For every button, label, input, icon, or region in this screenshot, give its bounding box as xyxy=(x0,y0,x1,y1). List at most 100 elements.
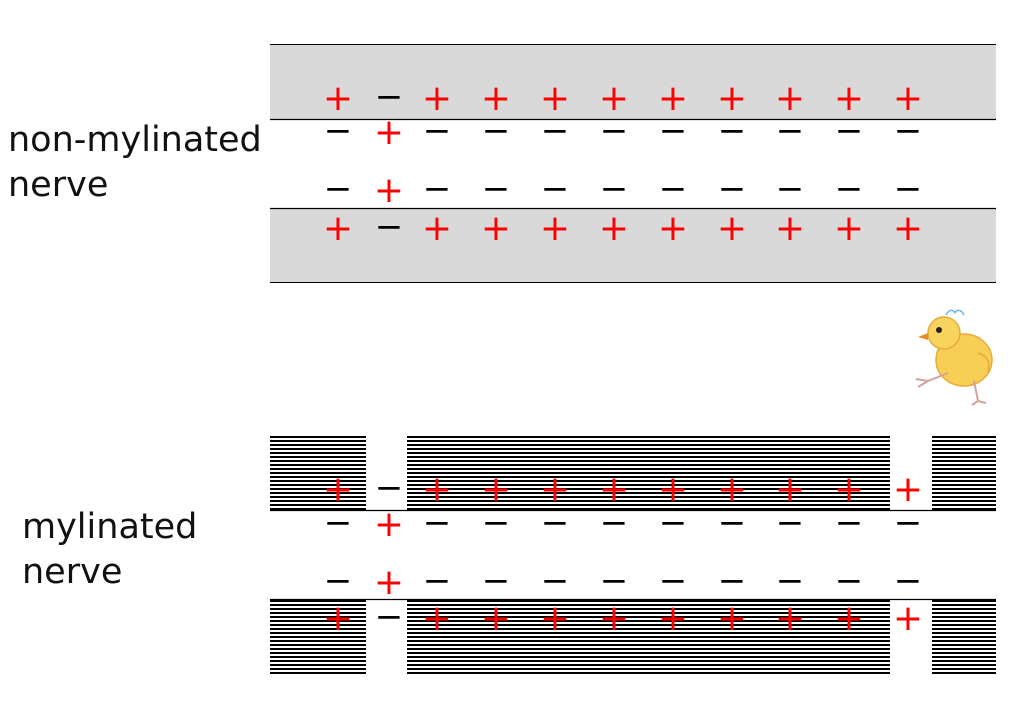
negative-charge: − xyxy=(718,111,747,151)
negative-charge: − xyxy=(324,111,353,151)
negative-charge: − xyxy=(375,77,404,117)
positive-charge: + xyxy=(374,504,404,545)
non-myelinated-nerve: +−+++++++++−+−−−−−−−−−−+−−−−−−−−−+−+++++… xyxy=(270,44,996,283)
non-myelinated-label: non-mylinated nerve xyxy=(8,120,262,205)
positive-charge: + xyxy=(374,112,404,153)
negative-charge: − xyxy=(541,169,570,209)
negative-charge: − xyxy=(482,561,511,601)
negative-charge: − xyxy=(600,561,629,601)
positive-charge: + xyxy=(893,208,923,249)
myelin-sheath-bottom-left xyxy=(270,600,366,676)
negative-charge: − xyxy=(894,169,923,209)
membrane-bottom xyxy=(270,208,996,282)
positive-charge: + xyxy=(658,598,688,639)
negative-charge: − xyxy=(375,468,404,508)
myelinated-nerve: +−+++++++++−+−−−−−−−−−−+−−−−−−−−−+−+++++… xyxy=(270,434,996,676)
negative-charge: − xyxy=(423,503,452,543)
positive-charge: + xyxy=(775,598,805,639)
negative-charge: − xyxy=(600,503,629,543)
positive-charge: + xyxy=(481,208,511,249)
negative-charge: − xyxy=(482,169,511,209)
negative-charge: − xyxy=(541,503,570,543)
positive-charge: + xyxy=(893,469,923,510)
negative-charge: − xyxy=(324,169,353,209)
negative-charge: − xyxy=(776,561,805,601)
chick-icon xyxy=(915,309,993,406)
positive-charge: + xyxy=(599,208,629,249)
positive-charge: + xyxy=(422,469,452,510)
negative-charge: − xyxy=(324,503,353,543)
negative-charge: − xyxy=(835,169,864,209)
negative-charge: − xyxy=(482,111,511,151)
positive-charge: + xyxy=(717,208,747,249)
negative-charge: − xyxy=(541,561,570,601)
negative-charge: − xyxy=(776,111,805,151)
positive-charge: + xyxy=(323,469,353,510)
positive-charge: + xyxy=(834,598,864,639)
myelinated-label: mylinated nerve xyxy=(22,507,198,592)
negative-charge: − xyxy=(835,561,864,601)
positive-charge: + xyxy=(893,78,923,119)
negative-charge: − xyxy=(659,169,688,209)
negative-charge: − xyxy=(894,503,923,543)
negative-charge: − xyxy=(776,503,805,543)
positive-charge: + xyxy=(540,598,570,639)
membrane-top xyxy=(270,44,996,119)
positive-charge: + xyxy=(775,208,805,249)
negative-charge: − xyxy=(718,561,747,601)
positive-charge: + xyxy=(717,598,747,639)
positive-charge: + xyxy=(658,469,688,510)
negative-charge: − xyxy=(375,597,404,637)
negative-charge: − xyxy=(718,169,747,209)
negative-charge: − xyxy=(894,561,923,601)
positive-charge: + xyxy=(599,469,629,510)
negative-charge: − xyxy=(835,503,864,543)
positive-charge: + xyxy=(323,78,353,119)
positive-charge: + xyxy=(599,598,629,639)
negative-charge: − xyxy=(541,111,570,151)
negative-charge: − xyxy=(423,169,452,209)
positive-charge: + xyxy=(540,208,570,249)
negative-charge: − xyxy=(600,111,629,151)
positive-charge: + xyxy=(481,78,511,119)
positive-charge: + xyxy=(834,78,864,119)
positive-charge: + xyxy=(540,78,570,119)
positive-charge: + xyxy=(834,469,864,510)
positive-charge: + xyxy=(422,78,452,119)
negative-charge: − xyxy=(423,561,452,601)
positive-charge: + xyxy=(717,78,747,119)
positive-charge: + xyxy=(775,78,805,119)
charge-grid: +−+++++++++−+−−−−−−−−−−+−−−−−−−−−+−+++++… xyxy=(323,77,923,249)
positive-charge: + xyxy=(422,208,452,249)
negative-charge: − xyxy=(894,111,923,151)
positive-charge: + xyxy=(374,170,404,211)
negative-charge: − xyxy=(659,503,688,543)
negative-charge: − xyxy=(659,561,688,601)
positive-charge: + xyxy=(540,469,570,510)
negative-charge: − xyxy=(835,111,864,151)
negative-charge: − xyxy=(324,561,353,601)
myelin-sheath-bottom-middle xyxy=(407,600,890,676)
myelin-sheath-bottom-right xyxy=(932,600,996,676)
positive-charge: + xyxy=(717,469,747,510)
positive-charge: + xyxy=(374,562,404,603)
myelin-sheath-top-left xyxy=(270,434,366,510)
positive-charge: + xyxy=(775,469,805,510)
negative-charge: − xyxy=(375,207,404,247)
negative-charge: − xyxy=(423,111,452,151)
positive-charge: + xyxy=(481,598,511,639)
negative-charge: − xyxy=(718,503,747,543)
positive-charge: + xyxy=(658,78,688,119)
positive-charge: + xyxy=(658,208,688,249)
myelin-sheath-top-right xyxy=(932,434,996,510)
negative-charge: − xyxy=(482,503,511,543)
negative-charge: − xyxy=(600,169,629,209)
positive-charge: + xyxy=(599,78,629,119)
positive-charge: + xyxy=(323,208,353,249)
positive-charge: + xyxy=(323,598,353,639)
charge-grid: +−+++++++++−+−−−−−−−−−−+−−−−−−−−−+−+++++… xyxy=(323,468,923,639)
positive-charge: + xyxy=(481,469,511,510)
positive-charge: + xyxy=(834,208,864,249)
myelin-sheath-top-middle xyxy=(407,434,890,510)
